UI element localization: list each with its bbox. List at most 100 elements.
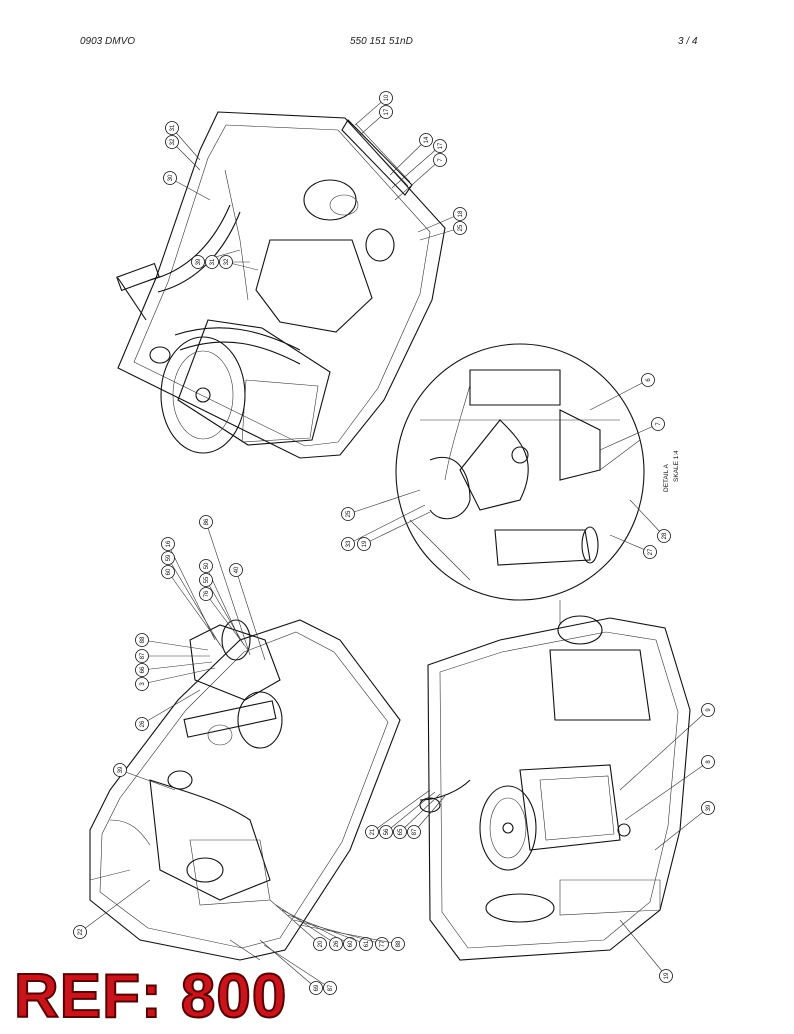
callout-bubble [341,537,355,551]
leader-line [235,569,266,661]
callout-bubble [135,717,149,731]
callout-bubble [375,937,389,951]
callout-number: 10 [384,94,390,101]
callout-bubble [135,663,149,677]
leader-line [141,639,209,651]
callout-bubble [161,537,175,551]
leader-line [259,939,317,989]
callout-bubble [419,133,433,147]
leader-line [269,899,321,945]
leader-line [389,139,427,176]
callout-number: 87 [328,984,334,991]
callout-bubble [135,633,149,647]
leader-line [119,769,176,791]
leader-line [599,423,659,451]
callout-bubble [651,417,665,431]
leader-line [197,249,241,263]
callout-number: 8 [706,760,712,764]
leader-line [171,127,201,161]
callout-bubble [701,801,715,815]
callout-number: 55 [204,576,210,583]
callout-bubble [391,937,405,951]
callout-bubble [199,587,213,601]
leader-line [609,534,651,553]
callout-number: 31 [170,124,176,131]
leader-line [619,709,709,791]
callout-number: 17 [438,142,444,149]
header-part-number: 550 151 51nD [350,36,413,47]
callout-number: 88 [396,940,402,947]
callout-bubble [659,969,673,983]
callout-bubble [313,937,327,951]
callout-bubble [229,563,243,577]
callout-bubble [163,171,177,185]
callout-number: 26 [334,940,340,947]
callout-bubble [657,529,671,543]
callout-bubble [379,91,393,105]
callout-number: 39 [706,804,712,811]
callout-bubble [701,703,715,717]
leader-line [371,789,431,833]
callout-number: 76 [204,590,210,597]
leader-line [624,761,709,821]
leader-line [419,227,461,241]
leader-line [589,379,649,411]
callout-bubble [219,255,233,269]
ref-stamp: REF: 800 [13,962,288,1031]
top-assembly-view [116,111,446,459]
callout-number: 30 [168,174,174,181]
leader-line [281,909,351,945]
leader-line [385,791,436,833]
leader-line [413,795,446,833]
callout-bubble [161,565,175,579]
callout-bubble [113,763,127,777]
callout-bubble [433,139,447,153]
callout-bubble [379,825,393,839]
callout-number: 14 [424,136,430,143]
leader-line [619,919,667,977]
callout-number: 9 [706,708,712,712]
leader-line [287,914,367,945]
callout-bubble [161,551,175,565]
callout-number: 19 [362,540,368,547]
leader-line [391,145,441,189]
callout-number: 60 [348,940,354,947]
callout-number: 88 [140,636,146,643]
callout-number: 56 [384,828,390,835]
callout-bubble [643,545,657,559]
callout-bubble [323,981,337,995]
callout-bubble [357,537,371,551]
callout-number: 39 [118,766,124,773]
callout-bubble [205,255,219,269]
callout-bubble [433,153,447,167]
leader-line [141,667,216,685]
callout-number: 26 [140,720,146,727]
callout-number: 16 [166,540,172,547]
callout-bubble [453,207,467,221]
detail-label: DETAIL A [663,464,670,492]
callout-bubble [135,677,149,691]
callout-bubble [453,221,467,235]
leader-line [417,213,461,233]
callout-bubble [309,981,323,995]
callout-number: 25 [346,510,352,517]
callout-bubble [641,373,655,387]
leader-line [141,689,201,725]
callout-number: 22 [78,928,84,935]
callout-number: 86 [204,518,210,525]
callout-number: 59 [166,554,172,561]
leader-line [629,499,665,537]
callout-number: 87 [140,652,146,659]
callout-number: 69 [314,984,320,991]
bottom-left-assembly-view [89,619,401,961]
callout-number: 25 [458,224,464,231]
detail-a-view: DETAIL A SKALE 1:4 [395,343,680,625]
callout-number: 87 [412,828,418,835]
header-doc-code: 0903 DMVO [80,36,136,47]
callout-bubble [393,825,407,839]
callout-bubble [407,825,421,839]
callout-number: 33 [346,540,352,547]
